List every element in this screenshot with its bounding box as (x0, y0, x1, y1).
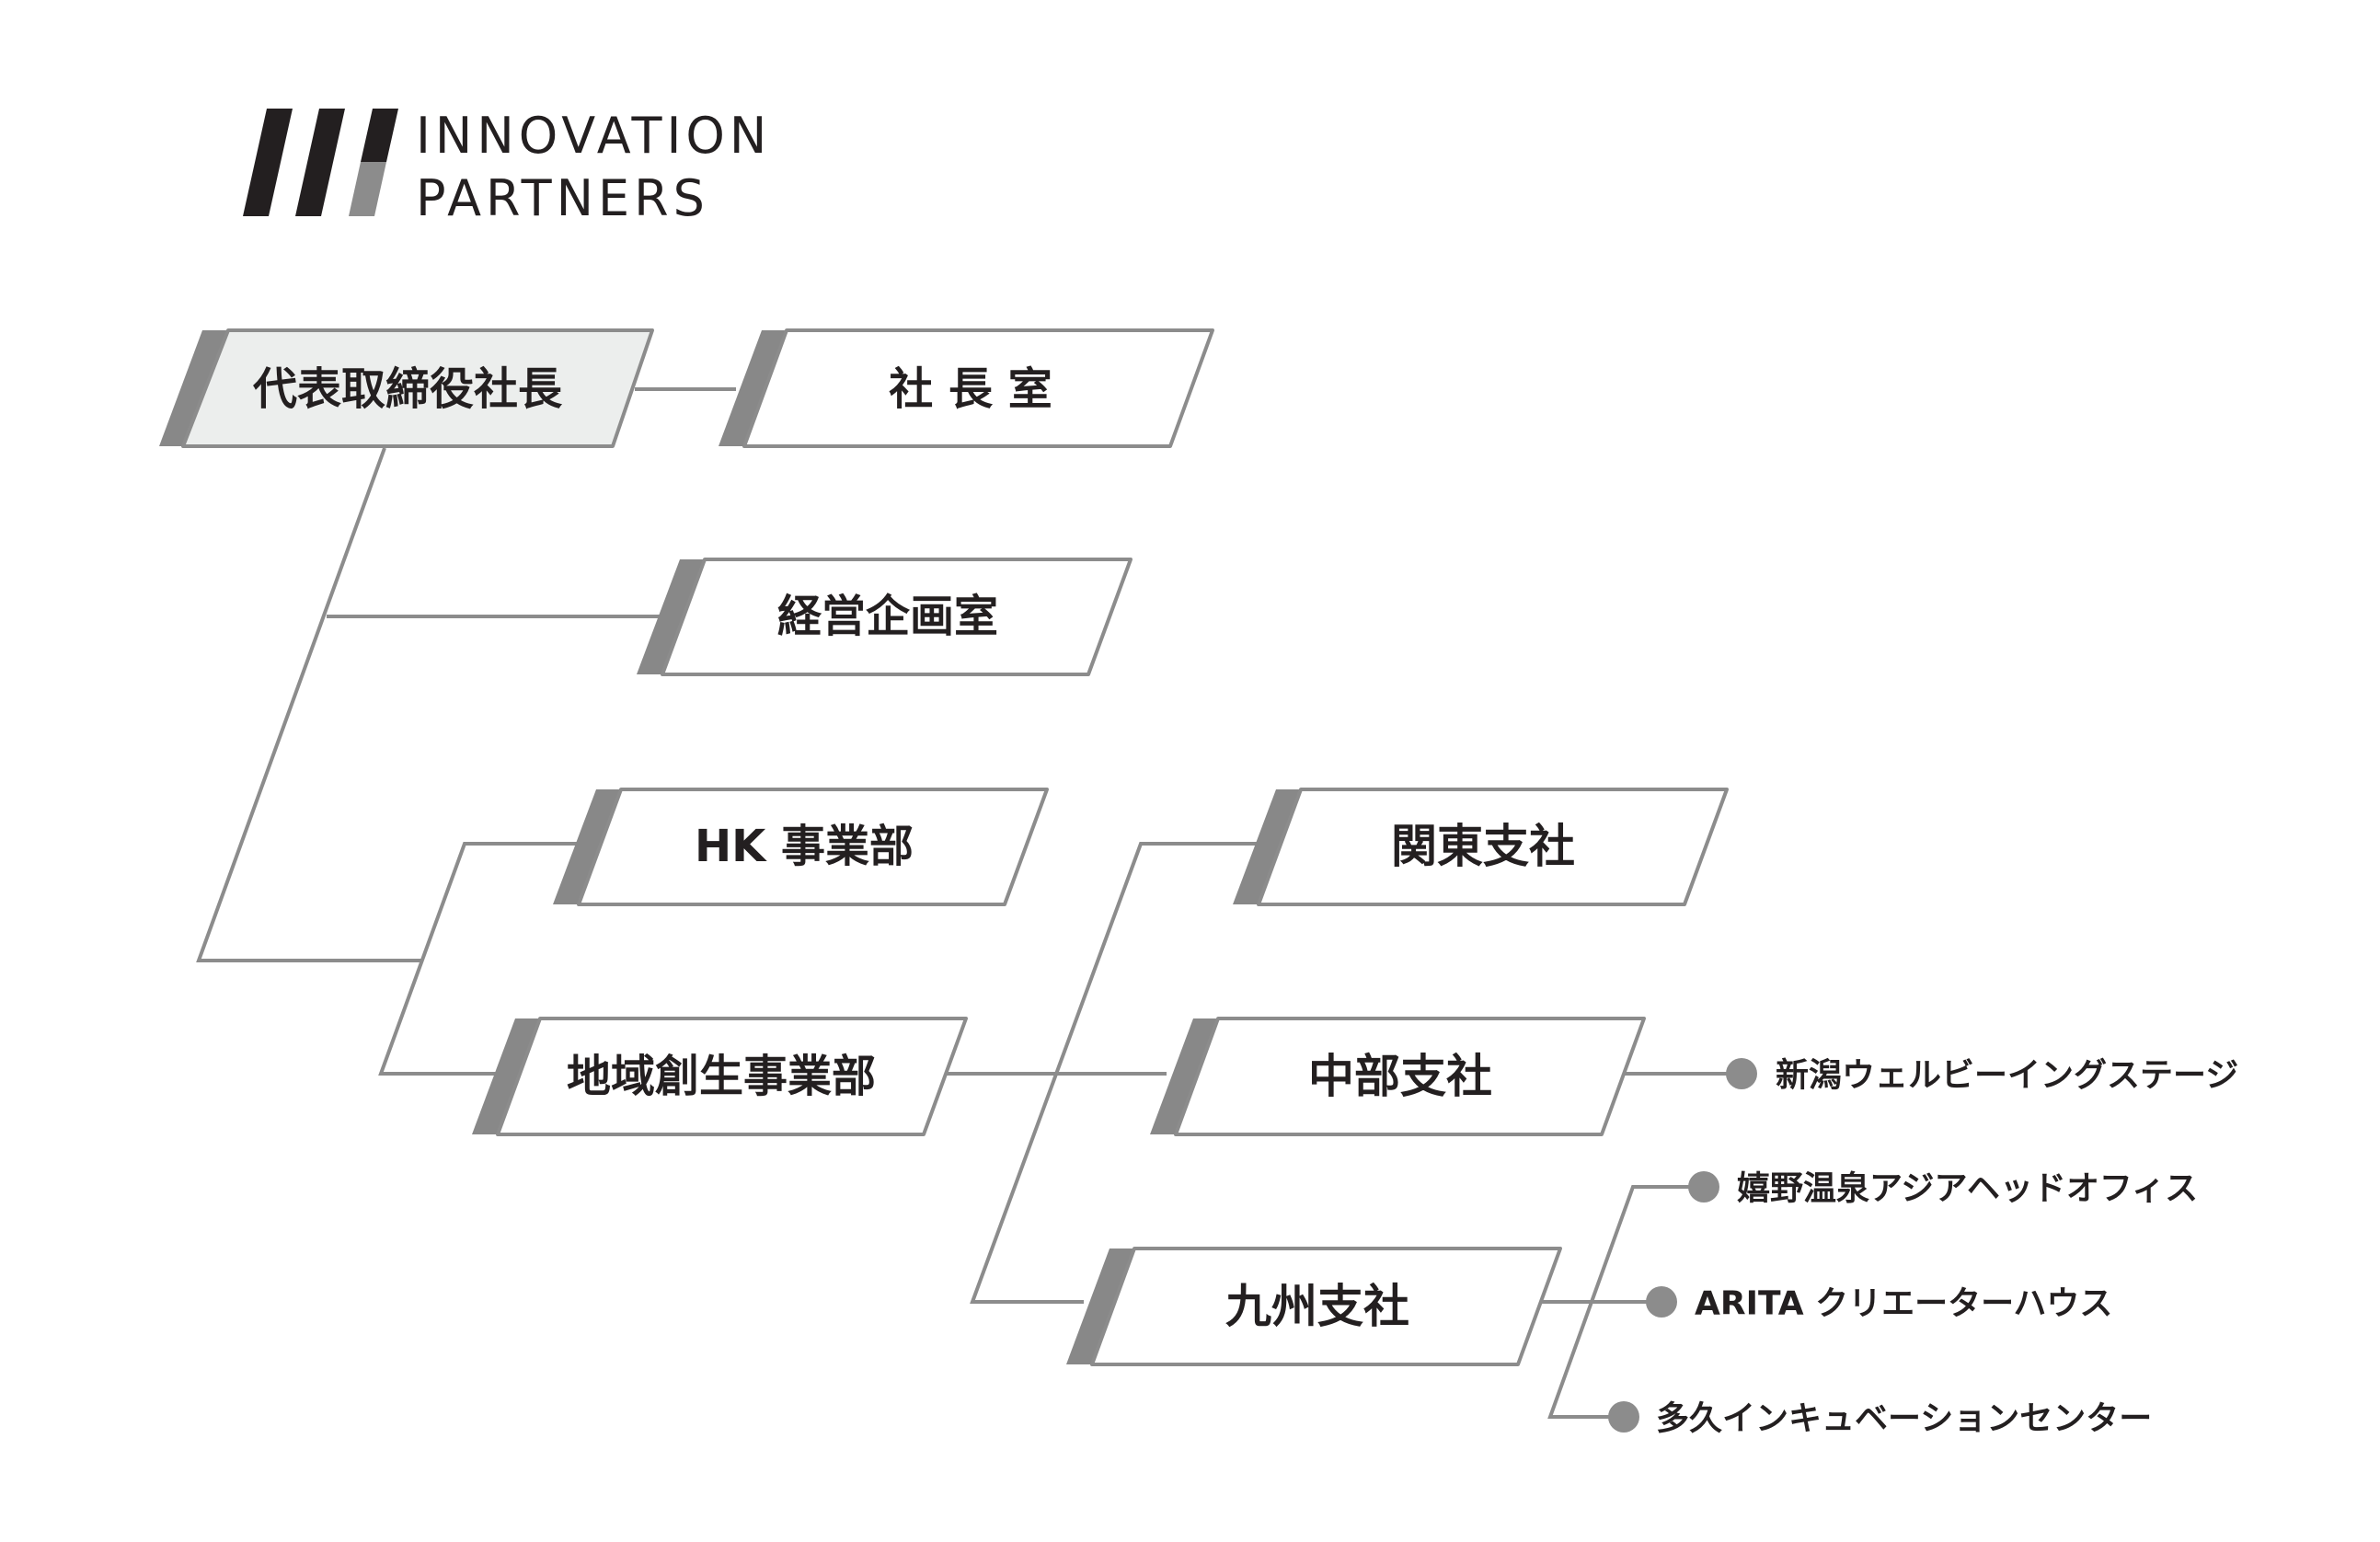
chubu-branch-label: 中部支社 (1308, 1050, 1492, 1103)
taku-label: 多久インキュベーションセンター (1656, 1400, 2152, 1438)
chubu-branch-box: 中部支社 (1150, 1017, 1646, 1136)
ceo-label: 代表取締役社長 (252, 363, 563, 415)
hk-division-box: HK 事業部 (553, 788, 1049, 906)
planning-label: 経営企画室 (777, 591, 998, 642)
leaf-dots (1608, 1058, 1757, 1433)
niigata-dot (1726, 1058, 1757, 1089)
logo-line-1: INNOVATION (416, 107, 771, 165)
kanto-branch-box: 関東支社 (1233, 788, 1729, 906)
arita-label: ARITA クリエーターハウス (1695, 1285, 2112, 1323)
kyushu-branch-box: 九州支社 (1066, 1247, 1562, 1366)
kanto-branch-label: 関東支社 (1391, 820, 1575, 873)
arita-dot (1646, 1286, 1677, 1318)
hk-division-label: HK 事業部 (695, 821, 914, 872)
presidents-office-label: 社 長 室 (889, 363, 1052, 415)
logo-slash-icon (243, 109, 398, 216)
taku-dot (1608, 1401, 1639, 1433)
ceo-box: 代表取締役社長 (159, 328, 654, 448)
presidents-office-box: 社 長 室 (719, 328, 1214, 448)
planning-box: 経営企画室 (637, 558, 1133, 676)
regional-division-label: 地域創生事業部 (567, 1051, 876, 1102)
niigata-label: 新潟ウェルビーイングステージ (1776, 1057, 2238, 1095)
logo-line-2: PARTNERS (416, 169, 709, 227)
regional-division-box: 地域創生事業部 (472, 1017, 968, 1136)
kyushu-branch-label: 九州支社 (1225, 1280, 1409, 1333)
company-logo: INNOVATION PARTNERS (243, 107, 771, 227)
connector-lines (196, 387, 1742, 1419)
ureshino-label: 嬉野温泉アジアヘッドオフィス (1737, 1170, 2198, 1208)
ureshino-dot (1688, 1171, 1719, 1203)
